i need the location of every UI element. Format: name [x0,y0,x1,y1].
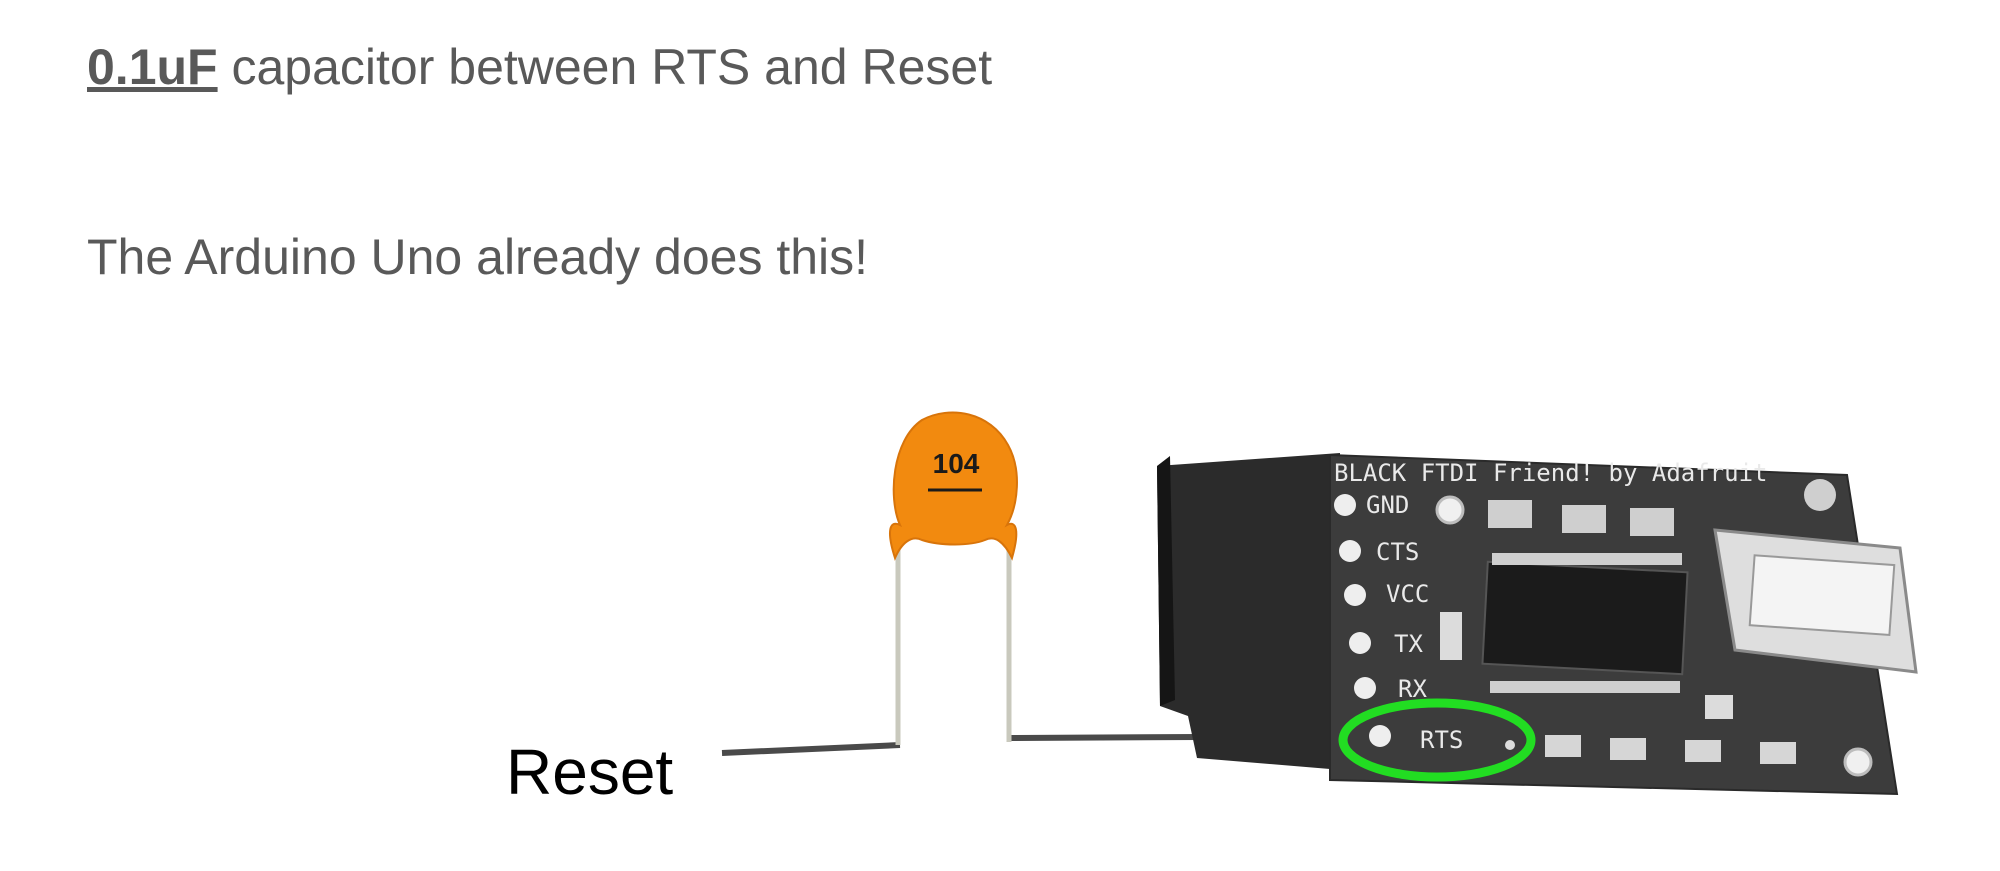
capacitance-value: 0.1uF [87,39,218,95]
pin-label-vcc: VCC [1386,580,1429,608]
board-title: BLACK FTDI Friend! by Adafruit [1334,459,1767,487]
capacitor-code-label: 104 [932,448,980,479]
rts-highlight-ellipse [1338,698,1536,782]
line-1-text: capacitor between RTS and Reset [217,39,993,95]
header-connector-side [1157,456,1175,706]
capacitor-body [888,411,1018,561]
chip-pins-bottom [1490,681,1680,693]
pin-label-cts: CTS [1376,538,1419,566]
wire-rts [1007,734,1201,741]
smd-part-4 [1440,612,1462,660]
wire-reset [721,742,901,756]
ftdi-chip [1481,560,1689,676]
mounting-hole-bottom [1843,747,1873,777]
smd-part-1 [1488,500,1532,528]
slide-text-line-1: 0.1uF capacitor between RTS and Reset [87,38,992,96]
smd-part-5 [1705,695,1733,719]
pin-label-rx: RX [1398,675,1427,703]
pin-pads [1334,494,1391,747]
ceramic-capacitor [888,411,1018,745]
rts-via [1505,740,1515,750]
smd-part-3 [1630,508,1674,536]
smd-part-2 [1562,505,1606,533]
led-3 [1685,740,1721,762]
header-connector [1157,453,1342,770]
led-4 [1760,742,1796,764]
star-logo-icon [1804,479,1836,511]
slide-text-line-2: The Arduino Uno already does this! [87,229,869,285]
led-2 [1610,738,1646,760]
ftdi-board: BLACK FTDI Friend! by Adafruit GND CTS V… [1157,453,1918,796]
pin-label-tx: TX [1394,630,1423,658]
pin-label-gnd: GND [1366,491,1409,519]
led-1 [1545,735,1581,757]
usb-opening [1748,554,1896,637]
chip-pins-top [1492,553,1682,565]
mounting-hole-top [1435,495,1465,525]
pin-label-rts: RTS [1420,726,1463,754]
reset-label: Reset [506,736,674,808]
